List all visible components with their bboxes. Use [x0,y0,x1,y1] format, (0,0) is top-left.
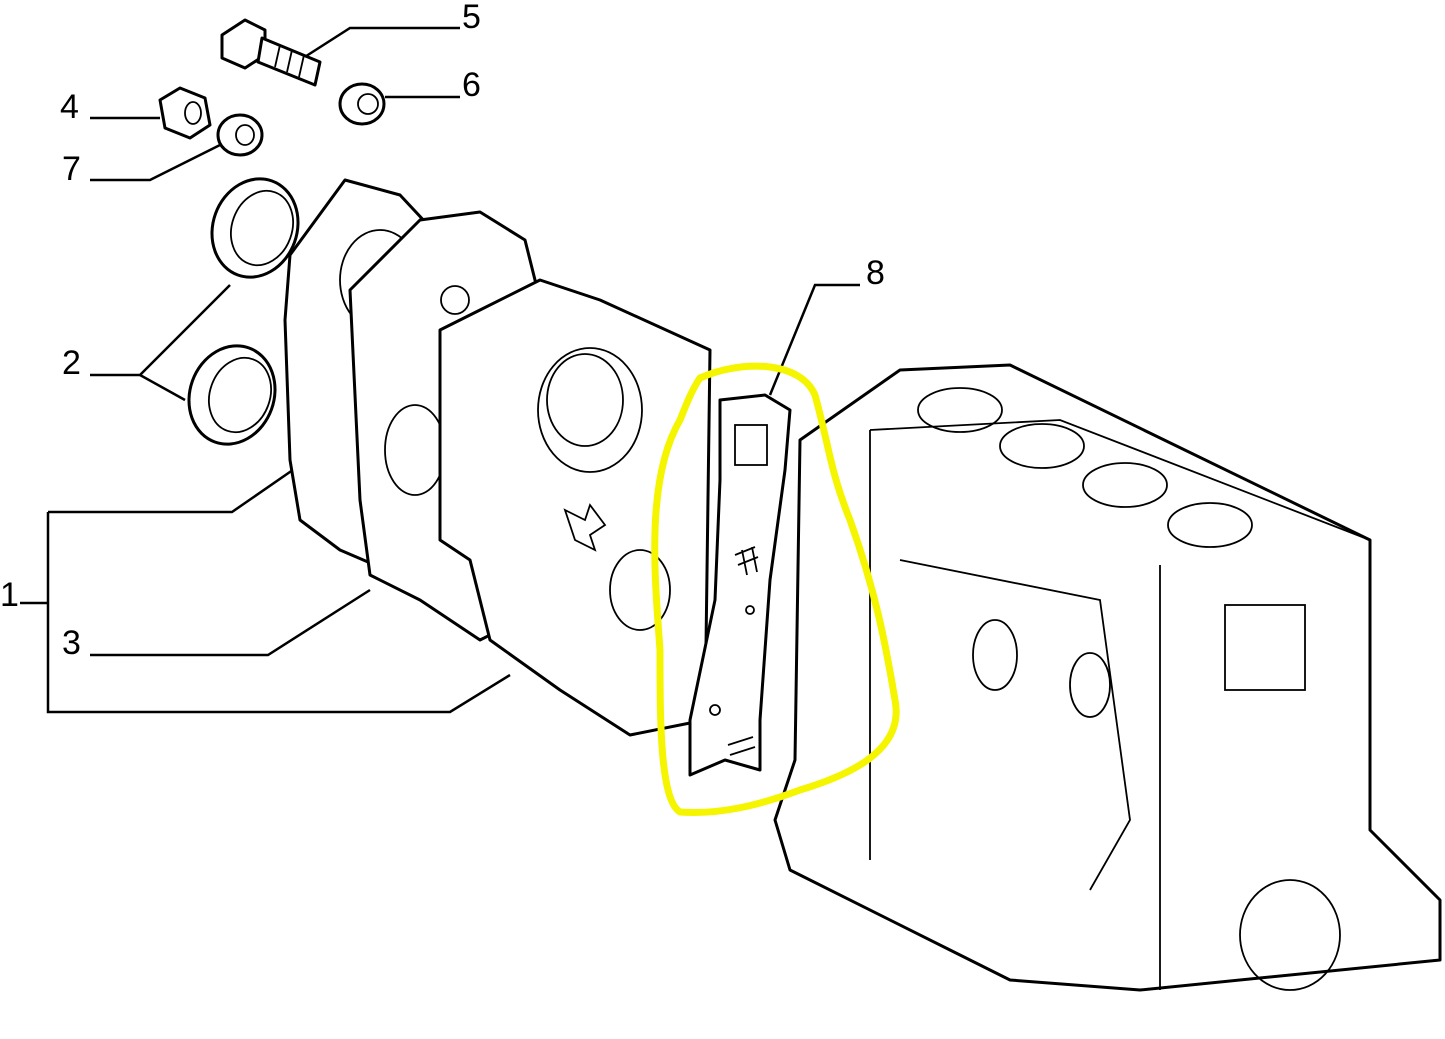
washer-part-6 [338,82,386,126]
gasket-part-8 [688,393,792,777]
engine-block [773,363,1442,992]
callout-6: 6 [462,66,481,104]
seal-rings [187,177,300,446]
washer-part-7 [216,113,264,157]
highlight-outline [651,362,900,816]
timing-cover [438,278,712,737]
callout-3: 3 [62,624,81,662]
callout-4: 4 [60,88,79,126]
callout-5: 5 [462,0,481,36]
callout-2: 2 [62,344,81,382]
leader-lines [20,26,860,714]
callout-8: 8 [866,254,885,292]
bolt-part [220,18,322,87]
callout-1: 1 [0,576,19,614]
callout-7: 7 [62,150,81,188]
nut-part [158,86,212,140]
